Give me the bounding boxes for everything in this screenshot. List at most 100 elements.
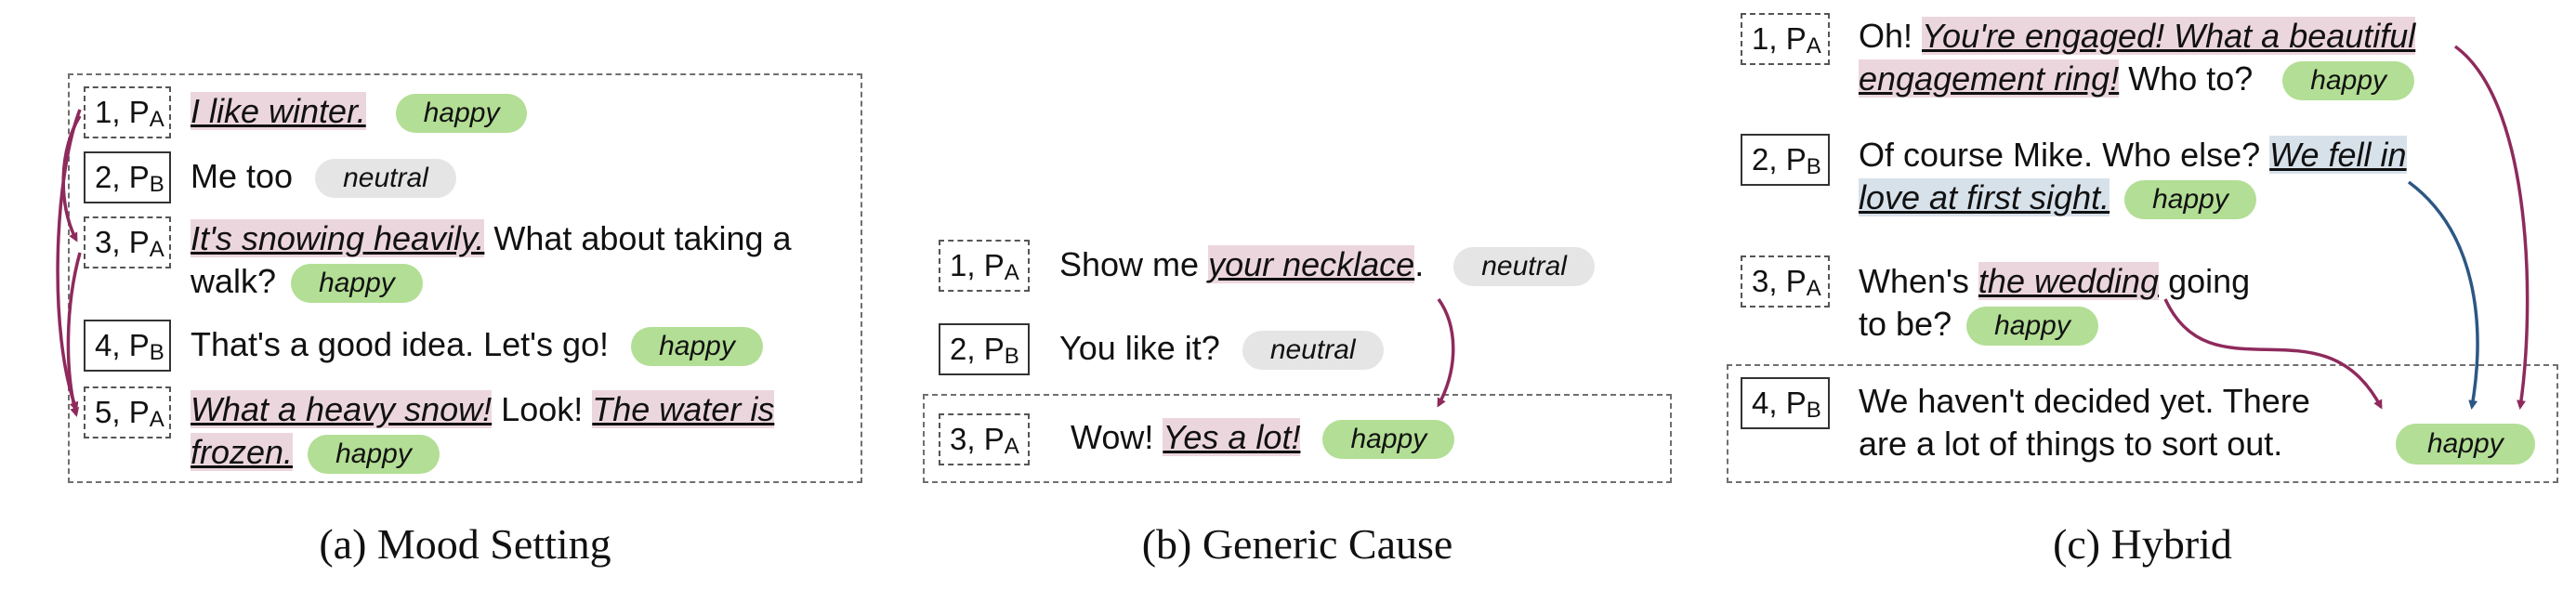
turn-number: 3, P [1752,264,1807,298]
turn-a5-text: What a heavy snow! Look! The water is fr… [191,388,775,475]
turn-number: 4, P [1752,386,1807,420]
turn-a4-speaker: 4, PB [84,320,171,372]
utterance-text: That's a good idea. Let's go! [191,325,610,363]
turn-number: 1, P [950,248,1005,282]
emotion-tag: neutral [315,159,456,199]
panel-c-frame [1727,364,2558,483]
turn-number: 2, P [95,160,150,194]
turn-a2-speaker: 2, PB [84,151,171,203]
speaker-sub: A [149,407,164,432]
turn-number: 3, P [950,422,1005,456]
arrow-c3-to-c4 [2163,298,2383,410]
turn-c3-text: When's the wedding going to be? happy [1859,260,2251,347]
utterance-text: walk? [191,262,277,300]
caption-b: (b) Generic Cause [1141,520,1453,568]
utterance-text: We haven't decided yet. There [1859,382,2310,420]
turn-number: 3, P [95,225,150,259]
turn-b3-text: Wow! Yes a lot! happy [1071,416,1455,460]
turn-a1-speaker: 1, PA [84,86,171,138]
emotion-tag: neutral [1453,247,1595,287]
turn-a4-text: That's a good idea. Let's go! happy [191,323,763,367]
utterance-text: What about taking a [484,219,792,257]
arrow-c2-to-c4 [2407,180,2479,410]
cause-span: I like winter. [191,92,366,130]
cause-span: You're engaged! What a beautiful [1922,17,2416,55]
emotion-tag: happy [308,435,440,475]
utterance-text: are a lot of things to sort out. [1859,425,2283,463]
utterance-text: You like it? [1059,329,1220,367]
panel-b-frame [923,394,1672,483]
speaker-sub: B [149,172,164,197]
turn-b1-text: Show me your necklace. neutral [1059,243,1595,287]
emotion-tag: happy [2124,180,2256,220]
speaker-sub: A [1004,434,1019,459]
cause-span: your necklace [1208,245,1415,283]
utterance-text: When's [1859,262,1978,300]
arrow-a1-to-a5 [56,109,82,412]
cause-span: Yes a lot! [1163,418,1301,456]
turn-a1-text: I like winter. happy [191,90,528,134]
cause-span: love at first sight. [1859,178,2110,216]
caption-a: (a) Mood Setting [319,520,611,568]
utterance-text: Oh! [1859,17,1923,55]
turn-c1-speaker: 1, PA [1741,13,1830,65]
emotion-tag: happy [291,264,423,304]
emotion-tag: happy [1966,307,2098,347]
utterance-text: to be? [1859,305,1952,343]
speaker-sub: B [1806,154,1821,179]
speaker-sub: B [1004,344,1019,369]
utterance-text: Wow! [1071,418,1163,456]
turn-c2-speaker: 2, PB [1741,134,1830,186]
panel-a-frame [68,73,862,483]
cause-span: We fell in [2269,136,2407,174]
arrow-b1-to-b3 [1437,297,1455,408]
turn-a3-text: It's snowing heavily. What about taking … [191,217,792,304]
emotion-tag: happy [395,94,528,134]
speaker-sub: B [1806,398,1821,423]
emotion-tag: happy [631,327,763,367]
utterance-text: Me too [191,157,294,195]
emotion-tag: happy [2396,424,2535,465]
emotion-tag: happy [2282,61,2415,101]
turn-number: 2, P [1752,142,1807,177]
arrow-a3-to-a5 [66,252,82,417]
cause-span: frozen. [191,433,294,471]
turn-c2-text: Of course Mike. Who else? We fell in lov… [1859,134,2407,220]
turn-c3-speaker: 3, PA [1741,255,1830,308]
emotion-tag: neutral [1242,331,1384,371]
cause-span: the wedding [1978,262,2160,300]
utterance-text: Show me [1059,245,1209,283]
turn-a3-speaker: 3, PA [84,216,171,268]
turn-b1-speaker: 1, PA [939,240,1030,292]
turn-c4-speaker: 4, PB [1741,377,1830,429]
emotion-tag: happy [1322,420,1455,460]
turn-number: 1, P [1752,21,1807,56]
arrow-c1-to-c4 [2453,45,2530,410]
turn-number: 5, P [95,395,150,429]
cause-span: What a heavy snow! [191,390,493,428]
turn-a2-text: Me too neutral [191,155,456,199]
speaker-sub: B [149,340,164,365]
utterance-text: Look! [492,390,593,428]
turn-b2-speaker: 2, PB [939,323,1030,375]
turn-number: 1, P [95,95,150,129]
utterance-text: Of course Mike. Who else? [1859,136,2270,174]
cause-span: engagement ring! [1859,59,2120,98]
cause-span: It's snowing heavily. [191,219,485,257]
turn-b3-speaker: 3, PA [939,413,1030,465]
turn-number: 4, P [95,328,150,362]
speaker-sub: A [149,237,164,262]
speaker-sub: A [1806,33,1821,59]
speaker-sub: A [1806,276,1821,301]
cause-span: The water is [592,390,775,428]
speaker-sub: A [149,107,164,132]
turn-c1-text: Oh! You're engaged! What a beautiful eng… [1859,15,2416,101]
turn-c4-text: We haven't decided yet. There are a lot … [1859,380,2310,465]
turn-number: 2, P [950,332,1005,366]
turn-a5-speaker: 5, PA [84,386,171,438]
utterance-text: . [1414,245,1425,283]
speaker-sub: A [1004,260,1019,285]
utterance-text: going [2159,262,2251,300]
caption-c: (c) Hybrid [2053,520,2232,568]
